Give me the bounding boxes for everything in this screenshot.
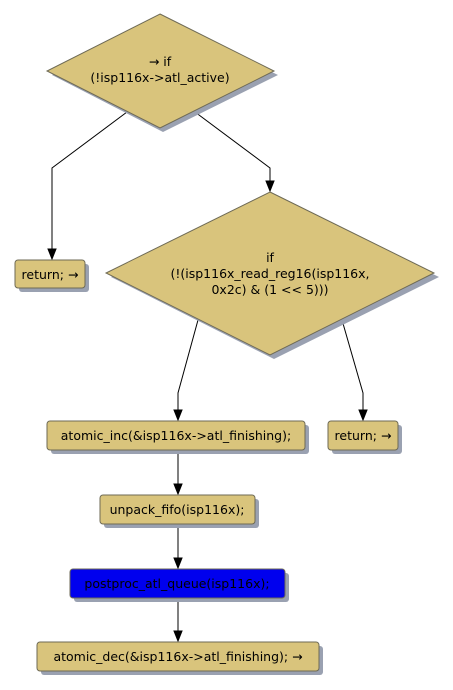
atomic-inc-label: atomic_inc(&isp116x->atl_finishing); (61, 428, 291, 443)
arrowhead (173, 483, 183, 496)
return-node-right[interactable]: return; → (327, 420, 402, 454)
atomic-dec-node[interactable]: atomic_dec(&isp116x->atl_finishing); → (36, 641, 323, 675)
postproc-label: postproc_atl_queue(isp116x); (84, 576, 269, 591)
arrowhead (265, 180, 275, 193)
condition-atl-active-line1: → if (149, 54, 172, 69)
arrowhead (173, 409, 183, 422)
arrowhead (173, 557, 183, 570)
edge-read-reg-to-atomic-inc (177, 319, 199, 411)
edges (47, 111, 368, 643)
condition-read-reg[interactable]: if (!(isp116x_read_reg16(isp116x, 0x2c) … (104, 191, 439, 359)
return-box (14, 259, 86, 289)
unpack-fifo-node[interactable]: unpack_fifo(isp116x); (99, 494, 259, 528)
condition-atl-active-line2: (!isp116x->atl_active) (90, 70, 229, 85)
arrowhead (47, 248, 57, 261)
statement-box (99, 494, 256, 525)
edge-read-reg-to-return (341, 319, 364, 411)
condition-read-reg-line3: 0x2c) & (1 << 5))) (211, 282, 328, 297)
condition-read-reg-line2: (!(isp116x_read_reg16(isp116x, (170, 266, 369, 281)
edge-atl-active-to-return (51, 111, 128, 250)
atomic-dec-label: atomic_dec(&isp116x->atl_finishing); → (53, 649, 302, 664)
highlighted-statement-box (69, 568, 286, 599)
return-node-left[interactable]: return; → (14, 259, 89, 292)
condition-read-reg-line1: if (266, 250, 274, 265)
statement-box (46, 420, 306, 451)
statement-box (36, 641, 320, 672)
condition-atl-active[interactable]: → if (!isp116x->atl_active) (45, 13, 278, 132)
return-label: return; → (335, 428, 392, 443)
arrowhead (173, 630, 183, 643)
return-box (327, 420, 399, 451)
edge-atl-active-to-read-reg (194, 111, 271, 182)
decision-diamond (45, 13, 276, 129)
decision-diamond (104, 191, 436, 356)
postproc-node[interactable]: postproc_atl_queue(isp116x); (69, 568, 289, 602)
unpack-fifo-label: unpack_fifo(isp116x); (110, 502, 245, 517)
atomic-inc-node[interactable]: atomic_inc(&isp116x->atl_finishing); (46, 420, 309, 454)
arrowhead (358, 409, 368, 422)
return-label: return; → (22, 267, 79, 282)
